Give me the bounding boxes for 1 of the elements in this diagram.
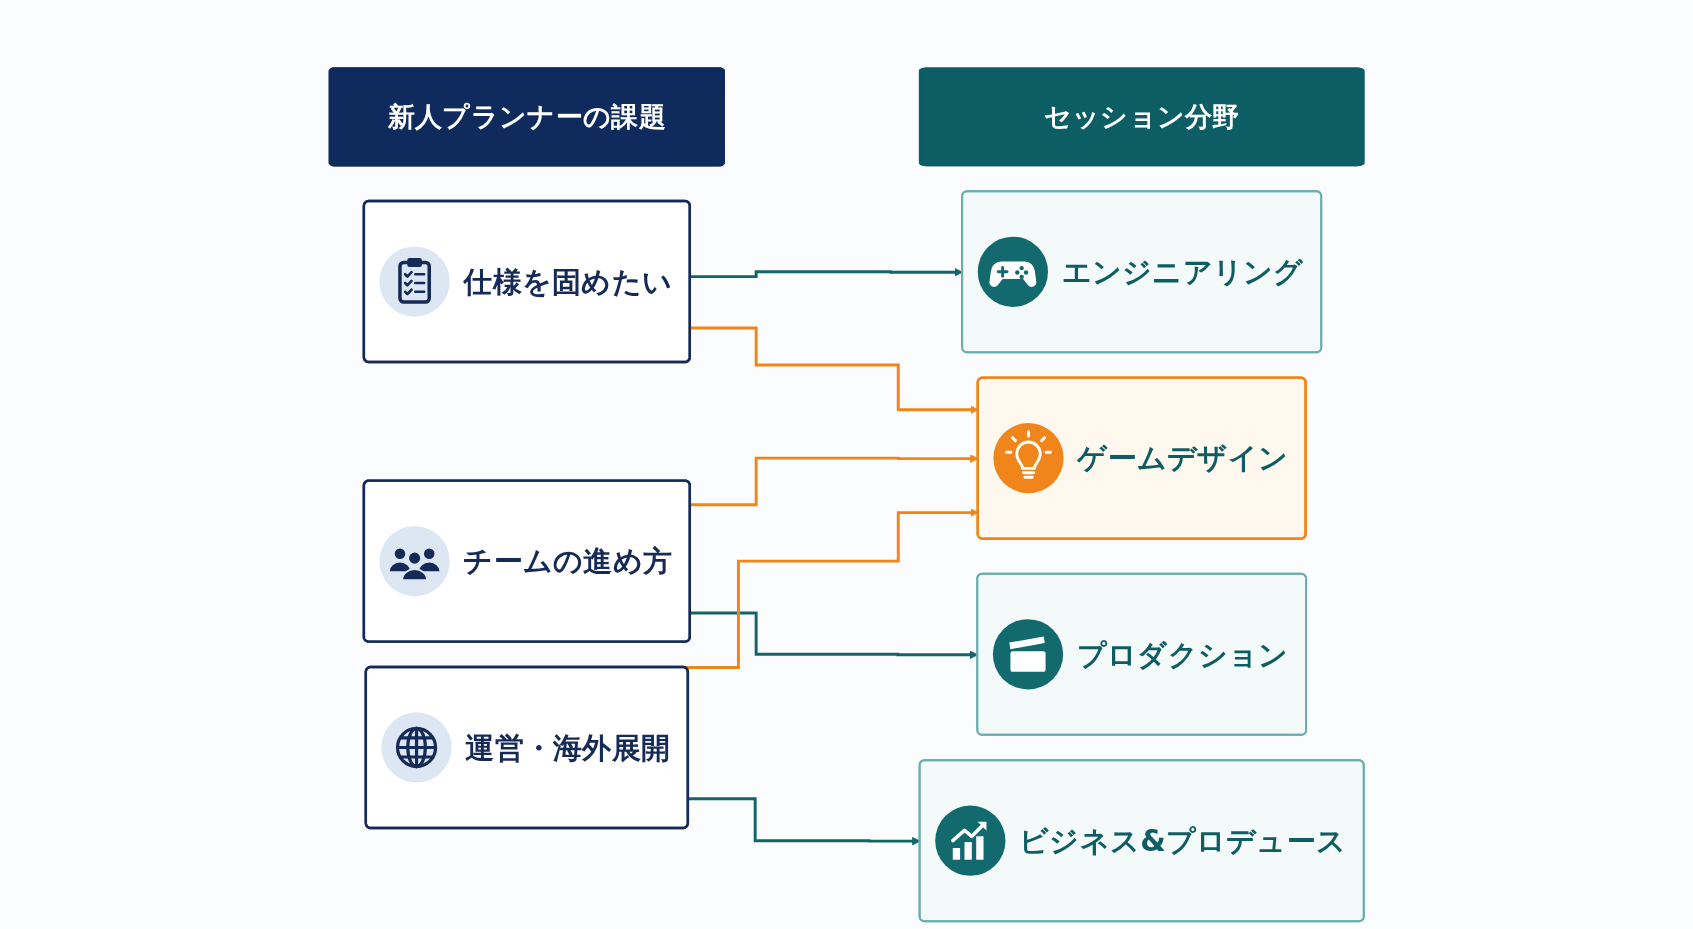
arrow [690,267,963,279]
